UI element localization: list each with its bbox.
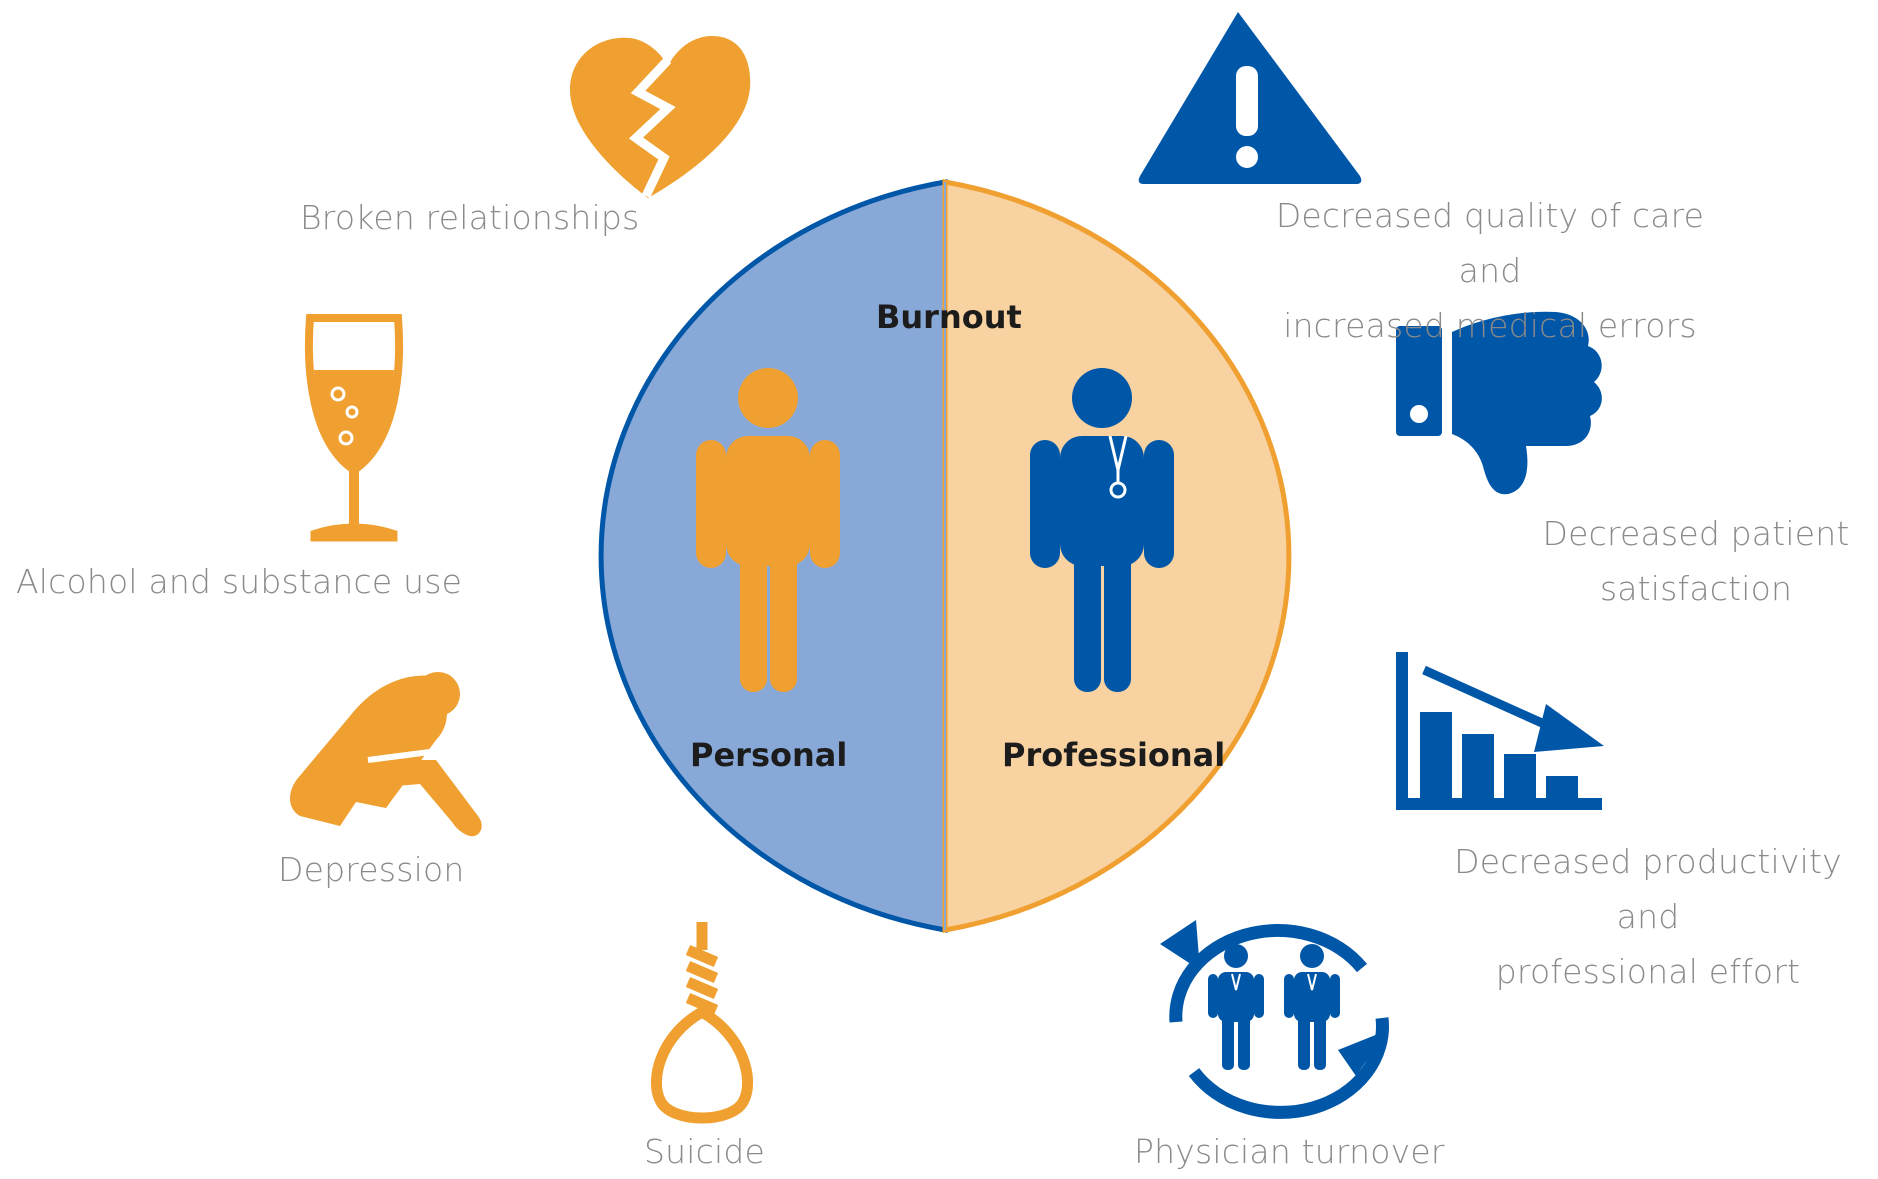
productivity-line2: professional effort (1495, 952, 1801, 991)
patient-satisfaction-line2: satisfaction (1599, 569, 1793, 608)
patient-satisfaction-line1: Decreased patient (1542, 514, 1850, 553)
depressed-person-icon (290, 672, 482, 837)
broken-heart-icon (570, 36, 751, 198)
suicide-label: Suicide (644, 1132, 765, 1171)
productivity-line1: Decreased productivity and (1454, 842, 1842, 936)
quality-of-care-label: Decreased quality of care and increased … (1240, 188, 1740, 353)
warning-icon (1138, 12, 1362, 184)
burnout-title: Burnout (876, 298, 1022, 336)
patient-satisfaction-label: Decreased patient satisfaction (1526, 506, 1866, 616)
quality-of-care-line1: Decreased quality of care and (1275, 196, 1705, 290)
physician-turnover-label: Physician turnover (1134, 1132, 1445, 1171)
quality-of-care-line2: increased medical errors (1283, 306, 1697, 345)
professional-doctor-icon (1030, 368, 1174, 692)
professional-label: Professional (1002, 736, 1226, 774)
declining-bar-chart-icon (1396, 652, 1604, 810)
broken-relationships-label: Broken relationships (300, 198, 640, 237)
wine-glass-icon (304, 314, 404, 542)
productivity-label: Decreased productivity and professional … (1420, 834, 1876, 999)
personal-label: Personal (690, 736, 848, 774)
noose-icon (651, 922, 753, 1124)
physician-turnover-icon (1160, 920, 1389, 1119)
depression-label: Depression (278, 850, 465, 889)
personal-person-icon (696, 368, 840, 692)
thumbs-down-icon (1396, 311, 1602, 495)
alcohol-substance-use-label: Alcohol and substance use (16, 562, 463, 601)
